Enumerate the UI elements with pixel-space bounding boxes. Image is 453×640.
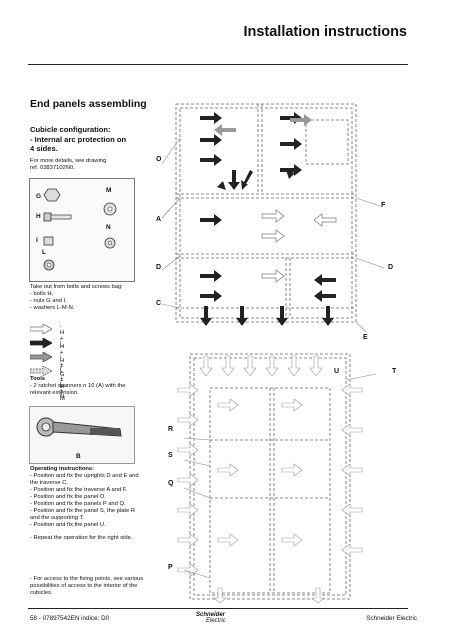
takeout-line: - nuts G and I, [30,298,67,304]
black-arrow-icon [30,338,52,348]
frame-drawing [161,103,385,333]
label-a: A [156,216,162,223]
takeout-line: Take out from bolts and screws bag: [30,284,123,290]
details-line: ref. 03837102N0. [30,165,75,171]
label-c: C [156,300,162,307]
white-arrow-icon [30,324,52,334]
access-line: possibilities of access to the interior … [30,583,138,589]
nut-icon [43,188,61,202]
logo-line: Schneider [196,612,226,618]
tools-heading: Tools [30,376,46,382]
ratchet-spanner-icon [36,417,122,437]
label-r: R [168,426,174,433]
label-f: F [381,202,386,209]
legend-text: : H + I + L + N [60,352,65,400]
ops-line: - Position and fix the panel O. [30,494,107,500]
details-line: For more details, see drawing [30,158,107,164]
takeout-note: Take out from bolts and screws bag: - bo… [30,284,123,312]
schneider-logo: Schneider Electric [196,612,226,624]
part-label-i: I [36,237,38,244]
label-q: Q [168,480,174,487]
config-heading: Cubicle configuration: - Internal arc pr… [30,125,126,154]
label-s: S [168,452,173,459]
label-d-left: D [156,264,162,271]
takeout-line: - bolts H, [30,291,54,297]
end-panel-cover-diagram: R S Q P U T [168,348,416,603]
parts-illustration: G M H N I L [29,178,135,282]
ops-line: - Position and fix the uprights D and E … [30,473,139,479]
label-u: U [334,368,340,375]
bolt-shaft-icon [50,214,72,220]
part-label-g: G [36,193,42,200]
legend-text: : H + I + L [60,338,65,374]
ops-line: - Repeat the operation for the right sid… [30,535,133,541]
ops-line: - Position and fix the panel S, the plat… [30,508,136,514]
label-e: E [363,334,368,341]
config-line: - Internal arc protection on [30,134,127,144]
part-label-l: L [42,249,46,256]
takeout-line: - washers L-M-N. [30,305,75,311]
ops-line: - Position and fix the panel U. [30,522,106,528]
ops-line: - Position and fix the traverse A and F. [30,487,128,493]
access-line: - For access to the fixing points, see v… [30,576,144,582]
label-t: T [392,368,397,375]
footer-doc-ref: 58 - 07897542EN indice: D0 [30,615,110,622]
grey-arrow-icon [30,352,52,362]
ops-line: and the supporting T. [30,515,85,521]
end-panel-frame-diagram: O A D C F D E [140,98,410,348]
label-d-right: D [388,264,394,271]
ops-line: - Position and fix the panels P and Q. [30,501,126,507]
footer-rule [28,608,408,609]
spanner-label: B [76,453,81,460]
page-title: Installation instructions [243,24,407,40]
ops-heading: Operating instructions: [30,466,95,472]
part-label-m: M [106,187,112,194]
bolt-head-icon [43,212,52,222]
footer-company: Schneider Electric [366,615,417,622]
nut-icon [43,236,54,246]
logo-line: Electric [206,618,226,624]
section-title: End panels assembling [30,98,147,110]
cover-drawing [177,353,377,603]
part-label-h: H [36,213,41,220]
legend-text: : H + L [60,324,65,348]
label-o: O [156,156,162,163]
legend-text: : G + H + M [60,366,65,402]
operating-instructions: Operating instructions: - Position and f… [30,466,139,542]
spanner-illustration: B [29,406,135,464]
access-line: cubicles. [30,590,53,596]
tools-line: relevant extension. [30,390,79,396]
part-label-n: N [106,224,111,231]
hardware-drawing [43,188,117,271]
config-line: 4 sides. [30,144,58,154]
ops-line: the traverse C. [30,480,69,486]
label-p: P [168,564,173,571]
tools-note: Tools - 2 ratchet spanners n 10 (A) with… [30,376,125,397]
top-rule [28,64,408,65]
tools-line: - 2 ratchet spanners n 10 (A) with the [30,383,126,389]
hatched-arrow-icon [30,366,52,376]
details-note: For more details, see drawing ref. 03837… [30,158,106,172]
config-line: Cubicle configuration: [30,125,111,134]
access-note: - For access to the fixing points, see v… [30,576,143,597]
